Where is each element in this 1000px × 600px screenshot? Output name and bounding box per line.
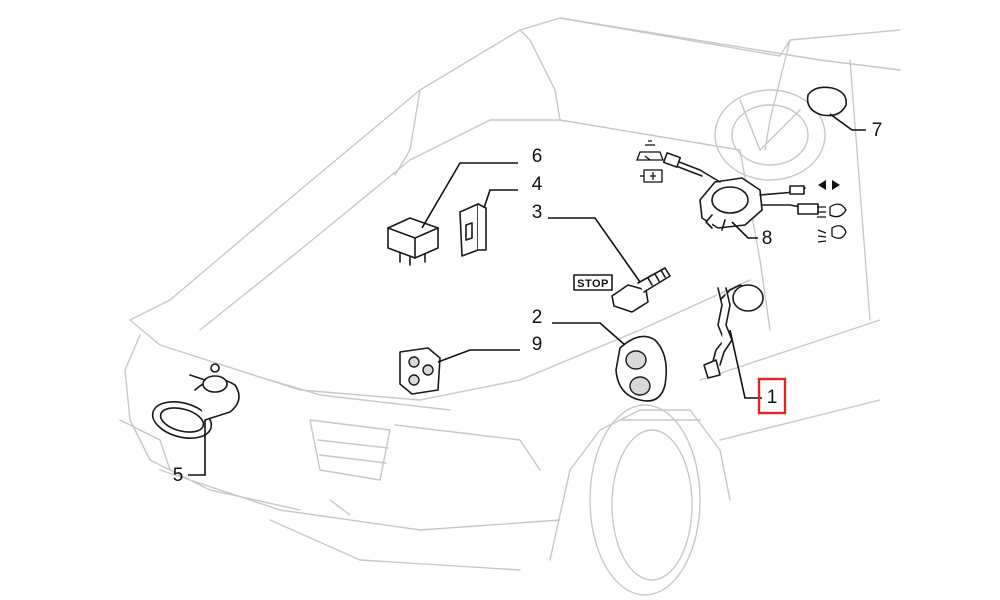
part-combination-switch xyxy=(662,152,819,239)
headlight-icon xyxy=(817,203,847,218)
callout-labels: 6 4 3 2 9 5 7 8 1 xyxy=(173,120,883,486)
callout-9: 9 xyxy=(532,334,543,355)
car-body-outline xyxy=(119,17,901,596)
callout-7: 7 xyxy=(872,120,883,141)
turn-signal-arrows-icon xyxy=(818,180,840,190)
part-horn xyxy=(151,363,240,476)
part-harness xyxy=(703,284,764,399)
callout-5: 5 xyxy=(173,465,184,486)
stop-label: STOP xyxy=(577,278,609,290)
washer-pump-icon xyxy=(640,169,663,183)
callout-2: 2 xyxy=(532,307,543,328)
callout-3: 3 xyxy=(532,202,543,223)
wiper-washer-icon xyxy=(636,140,664,161)
callout-4: 4 xyxy=(532,174,543,195)
callout-1-highlight-box xyxy=(757,377,787,415)
part-relay xyxy=(387,162,518,266)
part-bracket xyxy=(459,189,518,257)
callout-6: 6 xyxy=(532,146,543,167)
part-grommet xyxy=(552,322,668,402)
part-stop-switch: STOP xyxy=(548,217,671,313)
callout-1: 1 xyxy=(767,387,778,408)
stop-label-box xyxy=(573,274,613,291)
part-cover xyxy=(806,86,866,131)
low-beam-icon xyxy=(817,225,847,243)
part-plug xyxy=(399,347,520,395)
callout-8: 8 xyxy=(762,228,773,249)
